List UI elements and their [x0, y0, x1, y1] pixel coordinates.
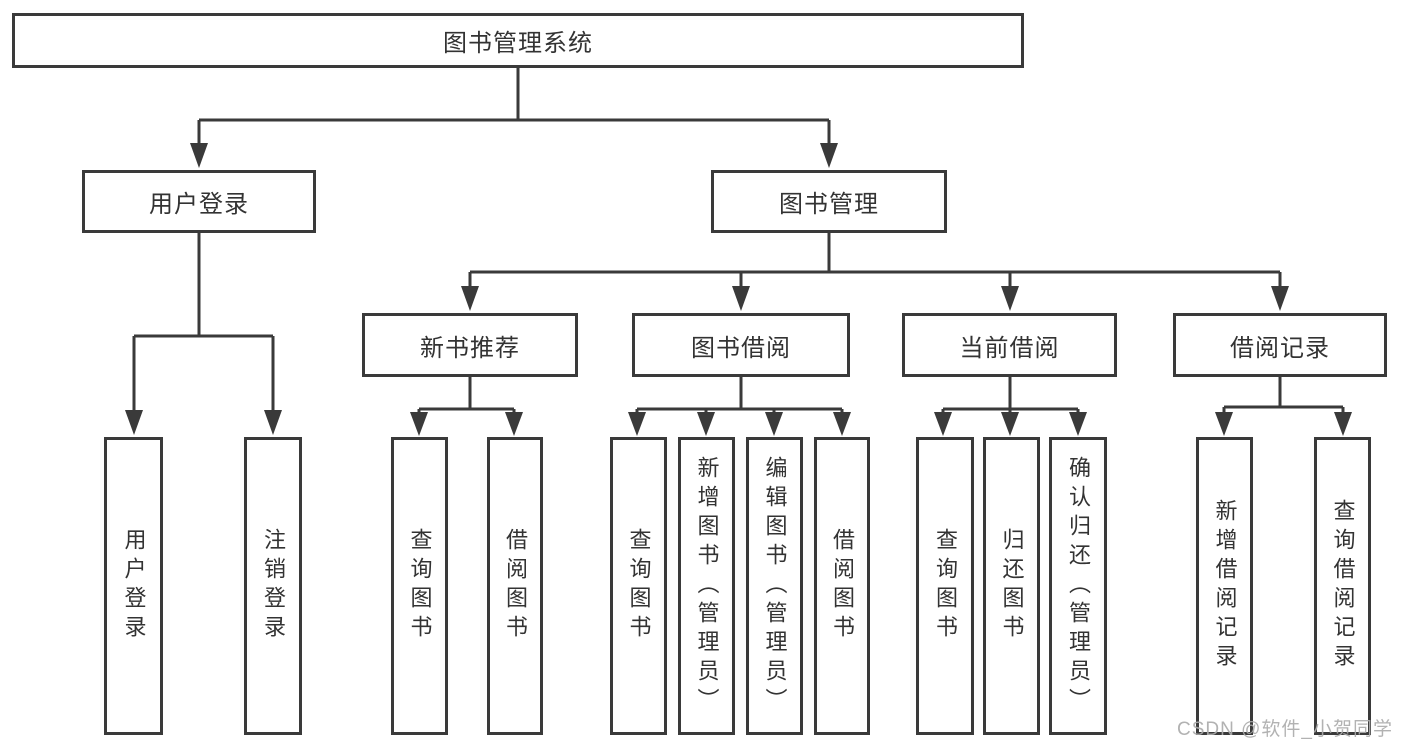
leaf-borrowing-borrow-books: 借阅图书 — [814, 437, 870, 735]
leaf-logout-login: 注销登录 — [244, 437, 302, 735]
leaf-return-books: 归还图书 — [983, 437, 1040, 735]
leaf-edit-books-admin: 编辑图书（管理员） — [746, 437, 803, 735]
node-library-management-system: 图书管理系统 — [12, 13, 1024, 68]
leaf-current-query-books: 查询图书 — [916, 437, 974, 735]
leaf-user-login: 用户登录 — [104, 437, 163, 735]
leaf-recommend-borrow-books: 借阅图书 — [487, 437, 543, 735]
leaf-query-borrow-record: 查询借阅记录 — [1314, 437, 1371, 735]
node-book-management: 图书管理 — [711, 170, 947, 233]
node-book-borrowing: 图书借阅 — [632, 313, 850, 377]
leaf-recommend-query-books: 查询图书 — [391, 437, 448, 735]
node-current-borrowing: 当前借阅 — [902, 313, 1117, 377]
csdn-watermark: CSDN @软件_小贺同学 — [1177, 719, 1393, 740]
leaf-add-books-admin: 新增图书（管理员） — [678, 437, 735, 735]
leaf-confirm-return-admin: 确认归还（管理员） — [1049, 437, 1107, 735]
leaf-add-borrow-record: 新增借阅记录 — [1196, 437, 1253, 735]
node-borrowing-records: 借阅记录 — [1173, 313, 1387, 377]
node-new-book-recommendation: 新书推荐 — [362, 313, 578, 377]
leaf-borrowing-query-books: 查询图书 — [610, 437, 667, 735]
node-user-login: 用户登录 — [82, 170, 316, 233]
